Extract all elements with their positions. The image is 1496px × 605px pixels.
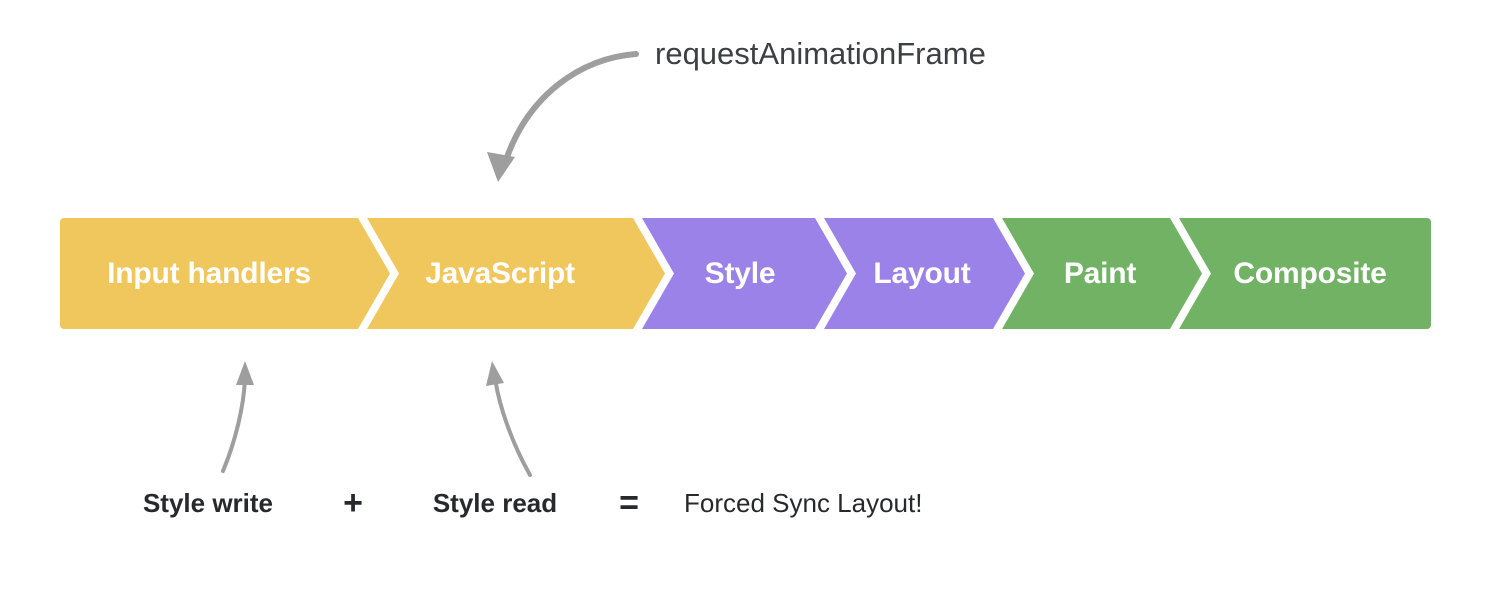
rendering-pipeline-bar: Input handlers JavaScript Style Layout P… [60, 218, 1431, 329]
pipeline-label-javascript: JavaScript [425, 257, 575, 290]
pipeline-segment-input-handlers[interactable] [60, 218, 390, 329]
formula-term-style-read: Style read [432, 487, 558, 518]
pipeline-segment-layout[interactable] [824, 218, 1025, 329]
pipeline-segment-composite[interactable] [1179, 218, 1431, 329]
forced-sync-layout-formula: Style write + Style read = Forced Sync L… [110, 481, 923, 525]
formula-result-forced-sync-layout: Forced Sync Layout! [684, 487, 923, 518]
pipeline-label-style: Style [705, 257, 776, 290]
formula-plus-operator: + [343, 483, 363, 522]
style-write-arrow-icon [221, 361, 254, 473]
style-read-arrow-icon [486, 361, 532, 477]
pipeline-label-input-handlers: Input handlers [107, 257, 311, 290]
formula-equals-operator: = [619, 483, 639, 522]
pipeline-label-layout: Layout [873, 257, 970, 290]
pipeline-label-composite: Composite [1233, 257, 1386, 290]
formula-term-style-write: Style write [142, 487, 274, 518]
pipeline-segment-javascript[interactable] [367, 218, 665, 329]
pipeline-label-paint: Paint [1064, 257, 1137, 290]
pipeline-segment-paint[interactable] [1002, 218, 1202, 329]
raf-arrow-icon [487, 51, 639, 182]
pipeline-segment-style[interactable] [642, 218, 847, 329]
request-animation-frame-label: requestAnimationFrame [655, 36, 986, 71]
pipeline-svg: Input handlers JavaScript Style Layout P… [60, 218, 1431, 329]
